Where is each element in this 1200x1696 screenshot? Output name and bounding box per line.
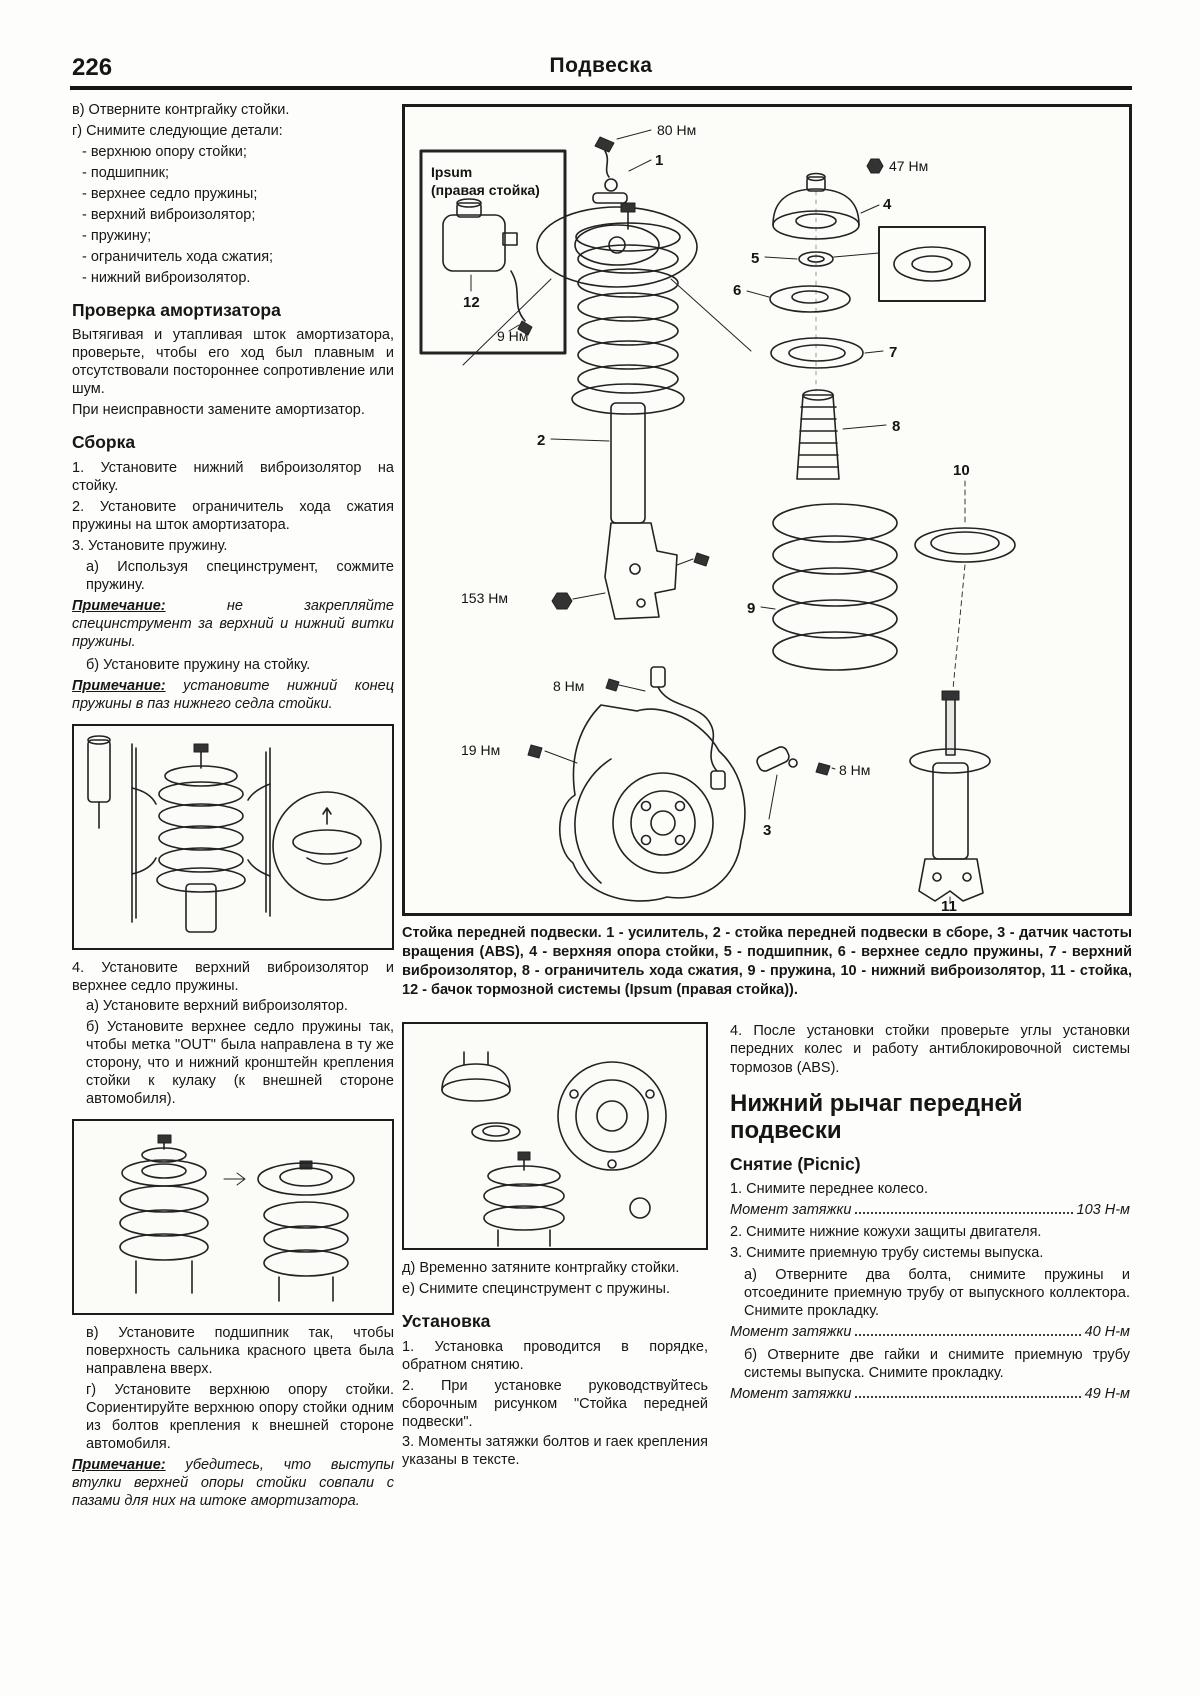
page-number: 226 [72,54,113,81]
list-item: - верхнюю опору стойки; [82,143,247,160]
instruction-step: 2. При установке руководствуйтесь сбороч… [402,1377,708,1430]
torque-spec-label: Момент затяжки [730,1201,852,1218]
torque-label-8nm-a: 8 Нм [553,678,584,694]
inset-title-line1: Ipsum [431,164,472,180]
exploded-diagram: Ipsum (правая стойка) 80 Нм 47 Нм 9 Нм 1… [402,104,1132,916]
instruction-step: 1. Установите нижний виброизолятор на ст… [72,459,394,494]
two-struts-drawing [119,1134,355,1303]
list-item: г) Снимите следующие детали: [72,122,283,139]
instruction-substep: г) Установите верхнюю опору стойки. Сори… [86,1382,394,1453]
note: Примечание: установите нижний конец пруж… [72,678,394,714]
middle-column: д) Временно затяните контргайку стойки. … [402,1022,708,1473]
note-label: Примечание: [72,1457,166,1474]
instruction-substep: в) Установите подшипник так, чтобы повер… [86,1325,394,1378]
note-text: не закрепляйте специнструмент за верхний… [72,597,394,650]
section-heading-assembly: Сборка [72,432,136,453]
dotted-leader [855,1396,1081,1399]
part-callout-10: 10 [953,462,970,479]
note-label: Примечание: [72,597,166,614]
paragraph: При неисправности замените амортизатор. [72,402,365,419]
dotted-leader [855,1334,1081,1337]
instruction-step: 4. Установите верхний виброизолятор и ве… [72,959,394,994]
part-callout-3: 3 [763,822,771,839]
note-text: установите нижний конец пружины в паз ни… [72,677,394,712]
instruction-step: 1. Снимите переднее колесо. [730,1180,928,1197]
spring-compressor-drawing [87,734,382,933]
list-item: - верхнее седло пружины; [82,185,258,202]
instruction-step: 2. Снимите нижние кожухи защиты двигател… [730,1224,1042,1241]
note-text: убедитесь, что выступы втулки верхней оп… [72,1457,394,1509]
note-label: Примечание: [72,677,166,694]
list-item: - ограничитель хода сжатия; [82,248,274,265]
instruction-substep: д) Временно затяните контргайку стойки. [402,1260,680,1276]
torque-spec: Момент затяжки 103 Н-м [730,1201,1130,1219]
front-strut-exploded-drawing: Ipsum (правая стойка) 80 Нм 47 Нм 9 Нм 1… [419,122,1016,915]
section-heading-install: Установка [402,1310,491,1331]
torque-label-9nm: 9 Нм [497,328,528,344]
instruction-step: 3. Установите пружину. [72,537,228,554]
paragraph: Вытягивая и утапливая шток амортизатора,… [72,327,394,398]
torque-label-8nm-b: 8 Нм [839,762,870,778]
part-callout-11: 11 [941,898,957,913]
torque-spec-value: 49 Н-м [1084,1386,1130,1403]
subsection-heading: Снятие (Picnic) [730,1153,861,1174]
instruction-substep: б) Установите верхнее седло пружины так,… [86,1019,394,1108]
right-column: 4. После установки стойки проверьте углы… [730,1022,1130,1408]
page-header: 226 Подвеска [70,54,1132,90]
instruction-substep: а) Используя специнструмент, сожмите пру… [86,558,394,593]
part-callout-8: 8 [892,418,900,435]
instruction-substep: е) Снимите специнструмент с пружины. [402,1280,671,1297]
diagram-caption: Стойка передней подвески. 1 - усилитель,… [402,925,1132,998]
note: Примечание: не закрепляйте специнструмен… [72,598,394,652]
page-title: Подвеска [549,54,653,77]
part-callout-5: 5 [751,250,759,267]
torque-label-19nm: 19 Нм [461,742,500,758]
list-item: - верхний виброизолятор; [82,206,256,223]
dotted-leader [855,1211,1073,1214]
part-callout-7: 7 [889,344,897,361]
instruction-substep: б) Отверните две гайки и снимите приемну… [744,1346,1130,1381]
chapter-heading: Нижний рычаг передней подвески [730,1089,1023,1144]
list-item: в) Отверните контргайку стойки. [72,102,290,118]
torque-spec: Момент затяжки 40 Н-м [730,1323,1130,1341]
left-column: в) Отверните контргайку стойки. г) Сними… [72,102,394,1516]
part-callout-2: 2 [537,432,545,449]
instruction-step: 4. После установки стойки проверьте углы… [730,1023,1130,1076]
figure-spring-compressor [72,723,394,950]
note: Примечание: убедитесь, что выступы втулк… [72,1457,394,1511]
torque-spec-value: 103 Н-м [1076,1201,1130,1218]
torque-spec-label: Момент затяжки [730,1324,852,1341]
figure-upper-mount-bearing [402,1022,708,1250]
part-callout-6: 6 [733,282,741,299]
instruction-step: 1. Установка проводится в порядке, обрат… [402,1338,708,1373]
torque-label-80nm: 80 Нм [657,122,696,138]
torque-spec-value: 40 Н-м [1084,1324,1130,1341]
list-item: - нижний виброизолятор. [82,269,251,286]
list-item: - пружину; [82,227,152,244]
instruction-step: 3. Снимите приемную трубу системы выпуск… [730,1245,1044,1262]
torque-label-153nm: 153 Нм [461,590,508,606]
inset-title-line2: (правая стойка) [431,182,540,198]
part-callout-1: 1 [655,152,663,169]
torque-spec-label: Момент затяжки [730,1386,852,1403]
instruction-substep: а) Отверните два болта, снимите пружины … [744,1266,1130,1320]
part-callout-12: 12 [463,294,480,311]
part-callout-9: 9 [747,600,755,617]
torque-label-47nm: 47 Нм [889,158,928,174]
instruction-step: 2. Установите ограничитель хода сжатия п… [72,498,394,533]
upper-mount-drawing [441,1051,667,1247]
figure-two-struts [72,1119,394,1316]
torque-spec: Момент затяжки 49 Н-м [730,1385,1130,1403]
instruction-substep: б) Установите пружину на стойку. [86,656,311,673]
instruction-substep: а) Установите верхний виброизолятор. [86,998,348,1015]
section-heading-check: Проверка амортизатора [72,299,281,320]
instruction-step: 3. Моменты затяжки болтов и гаек креплен… [402,1434,708,1469]
part-callout-4: 4 [883,196,892,213]
list-item: - подшипник; [82,164,169,181]
